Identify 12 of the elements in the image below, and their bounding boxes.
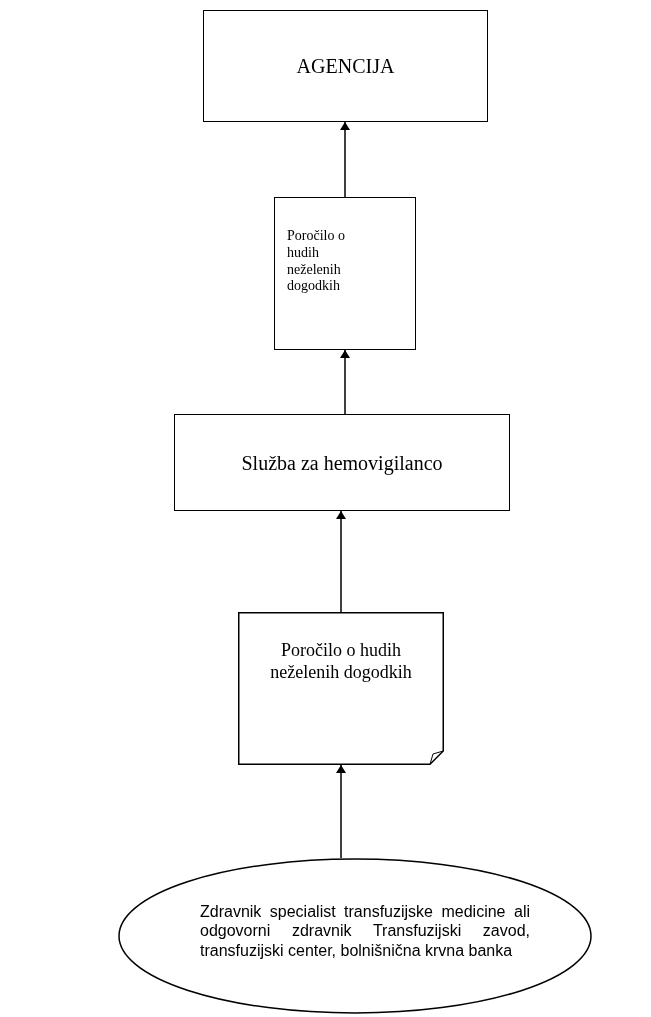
node-label: Služba za hemovigilanco [241, 450, 443, 475]
arrow [336, 764, 346, 859]
process-box [174, 414, 510, 511]
node-label: AGENCIJA [296, 54, 395, 78]
node-label: Poročilo o hudih neželenih dogodkih [269, 640, 413, 684]
process-box [203, 10, 488, 122]
arrow [336, 510, 346, 613]
node-label: Zdravnik specialist transfuzijske medicine ali odgovorni zdravnik Transfuzijski zavod, transfuzijski center, bolnišnična krvna banka [200, 902, 530, 960]
node-label: Poročilo o hudih neželenih dogodkih [287, 228, 346, 296]
arrow [340, 349, 350, 415]
process-box [274, 197, 416, 350]
arrow [340, 121, 350, 198]
